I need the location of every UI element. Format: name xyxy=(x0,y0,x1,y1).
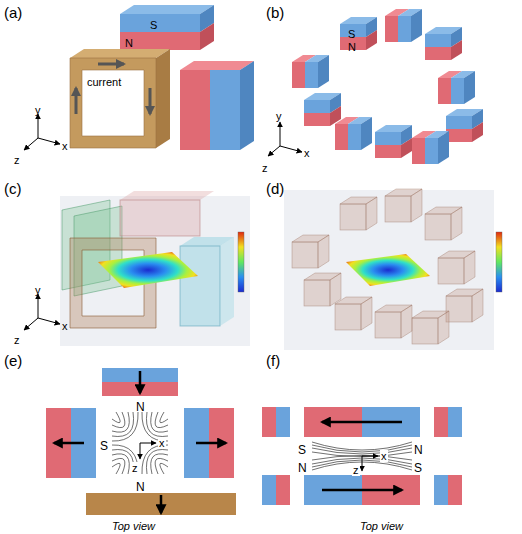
label-slot: z xyxy=(352,460,360,478)
label-slot: N xyxy=(136,477,145,495)
label-slot: S xyxy=(150,15,157,33)
label-slot: S xyxy=(348,24,355,42)
axis-label: y xyxy=(276,110,282,122)
label-slot: y xyxy=(35,100,41,118)
label-slot: N xyxy=(414,440,423,458)
pole-label: N xyxy=(348,41,356,53)
label-slot: Top view xyxy=(112,516,155,534)
label-slot: S xyxy=(100,436,108,454)
label-slot: (c) xyxy=(4,180,22,198)
pole-label: S xyxy=(348,28,355,40)
label-slot: (e) xyxy=(4,352,22,370)
panel-letter: (d) xyxy=(266,181,284,198)
view-caption: Top view xyxy=(112,520,155,532)
view-caption: Top view xyxy=(360,520,403,532)
label-slot: y xyxy=(276,106,282,124)
label-slot: z xyxy=(14,150,20,168)
axis-label: z xyxy=(262,162,268,174)
pole-label: N xyxy=(298,462,307,475)
pole-label: S xyxy=(150,19,157,31)
label-slot: N xyxy=(298,458,307,476)
pole-label: N xyxy=(136,401,145,414)
panel-b-art xyxy=(268,9,483,164)
panel-letter: (b) xyxy=(266,5,284,22)
pole-label: S xyxy=(298,444,306,457)
axis-label: x xyxy=(304,147,310,159)
axis-label: z xyxy=(14,154,20,166)
axis-label: y xyxy=(35,104,41,116)
label-slot: z xyxy=(131,458,139,476)
panel-letter: (a) xyxy=(4,5,22,22)
current-label: current xyxy=(86,76,122,88)
label-slot: Top view xyxy=(360,516,403,534)
label-slot: x xyxy=(62,136,68,154)
label-slot: z xyxy=(262,158,268,176)
pole-label: S xyxy=(414,462,422,475)
axis-label: x xyxy=(158,437,166,449)
axis-label: x xyxy=(380,450,388,462)
label-slot: N xyxy=(125,33,133,51)
axis-label: y xyxy=(35,284,41,296)
axis-label: z xyxy=(131,462,139,474)
panel-letter: (c) xyxy=(4,181,22,198)
panel-c-art xyxy=(24,191,250,346)
axis-label: x xyxy=(62,320,68,332)
pole-label: N xyxy=(125,37,133,49)
pole-label: S xyxy=(100,440,108,453)
axis-label: x xyxy=(62,140,68,152)
label-slot: current xyxy=(86,72,122,90)
label-slot: S xyxy=(298,440,306,458)
label-slot: (b) xyxy=(266,4,284,22)
panel-letter: (f) xyxy=(266,353,280,370)
panel-a-art xyxy=(24,5,254,150)
panel-d-art xyxy=(284,189,502,350)
label-slot: x xyxy=(158,433,166,451)
label-slot: x xyxy=(62,316,68,334)
label-slot: (f) xyxy=(266,352,280,370)
panel-f-art xyxy=(262,407,462,505)
pole-label: N xyxy=(414,444,423,457)
axis-label: z xyxy=(14,334,20,346)
pole-label: N xyxy=(136,481,145,494)
label-slot: z xyxy=(14,330,20,348)
label-slot: S xyxy=(414,458,422,476)
label-slot: x xyxy=(304,143,310,161)
axis-label: z xyxy=(352,464,360,476)
panel-e-art xyxy=(46,368,236,515)
label-slot: N xyxy=(136,397,145,415)
label-slot: (a) xyxy=(4,4,22,22)
label-slot: (d) xyxy=(266,180,284,198)
label-slot: x xyxy=(380,446,388,464)
label-slot: y xyxy=(35,280,41,298)
panel-letter: (e) xyxy=(4,353,22,370)
